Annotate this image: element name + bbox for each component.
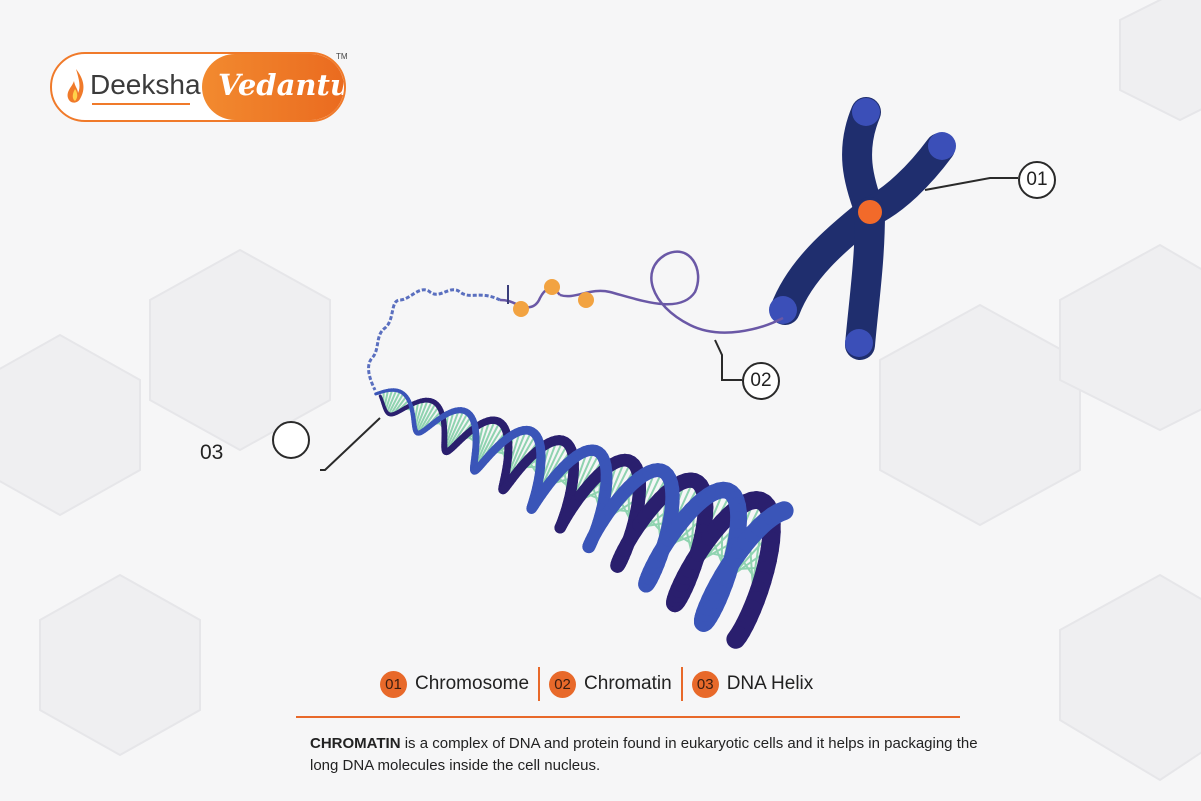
helix-strand-outer bbox=[726, 626, 748, 649]
base-pair bbox=[384, 389, 394, 411]
legend-label: Chromatin bbox=[584, 673, 672, 694]
brand-logo: Deeksha Vedantu bbox=[50, 52, 346, 122]
callout-lines bbox=[320, 177, 1018, 471]
base-pair bbox=[387, 391, 401, 415]
chromosome-tip bbox=[928, 132, 956, 160]
legend-badge: 03 bbox=[691, 670, 719, 698]
base-pair bbox=[417, 402, 437, 434]
base-pair bbox=[414, 399, 429, 432]
legend-badge: 01 bbox=[380, 670, 407, 698]
legend-label: DNA Helix bbox=[726, 673, 814, 694]
callout-03-circle bbox=[272, 421, 310, 459]
legend: 01 Chromosome 02 Chromatin 03 DNA Helix bbox=[380, 667, 813, 701]
base-pair bbox=[386, 389, 398, 413]
callout-01: 01 bbox=[1018, 161, 1056, 199]
legend-item-chromosome: 01 Chromosome bbox=[380, 670, 530, 698]
chromosome-tip bbox=[845, 329, 873, 357]
trademark-mark: TM bbox=[336, 52, 348, 61]
legend-item-chromatin: 02 Chromatin bbox=[549, 670, 672, 698]
base-pair bbox=[445, 412, 469, 453]
nucleosome bbox=[578, 292, 594, 308]
logo-deeksha-part: Deeksha bbox=[52, 54, 202, 120]
background-hexagons bbox=[0, 0, 1201, 782]
callout-03-label: 03 bbox=[200, 441, 224, 464]
logo-deeksha-text: Deeksha bbox=[90, 69, 201, 100]
description-term: CHROMATIN bbox=[310, 735, 401, 752]
flame-icon bbox=[67, 69, 84, 103]
dna-helix bbox=[374, 388, 794, 649]
thin-dna-coil bbox=[367, 288, 501, 391]
description-text: is a complex of DNA and protein found in… bbox=[310, 735, 978, 774]
callout-02: 02 bbox=[742, 362, 780, 400]
logo-underline bbox=[92, 103, 190, 105]
nucleosome bbox=[544, 279, 560, 295]
chromosome-tip bbox=[852, 98, 880, 126]
legend-separator bbox=[538, 667, 541, 701]
chromosome-tip bbox=[769, 296, 797, 324]
divider-rule bbox=[296, 716, 960, 718]
base-pair bbox=[444, 410, 465, 452]
chromatin-fiber bbox=[499, 250, 784, 334]
legend-label: Chromosome bbox=[415, 673, 530, 694]
base-pair bbox=[415, 400, 433, 434]
legend-item-dna-helix: 03 DNA Helix bbox=[691, 670, 814, 698]
legend-badge: 02 bbox=[549, 670, 577, 698]
base-pair bbox=[389, 392, 405, 416]
chromosome bbox=[769, 97, 956, 360]
logo-vedantu-part: Vedantu bbox=[202, 54, 346, 120]
logo-vedantu-text: Vedantu bbox=[218, 68, 346, 102]
helix-strand-inner bbox=[769, 501, 794, 523]
nucleosome bbox=[513, 301, 529, 317]
centromere bbox=[858, 200, 882, 224]
description: CHROMATIN is a complex of DNA and protei… bbox=[310, 733, 990, 777]
legend-separator bbox=[680, 667, 683, 701]
